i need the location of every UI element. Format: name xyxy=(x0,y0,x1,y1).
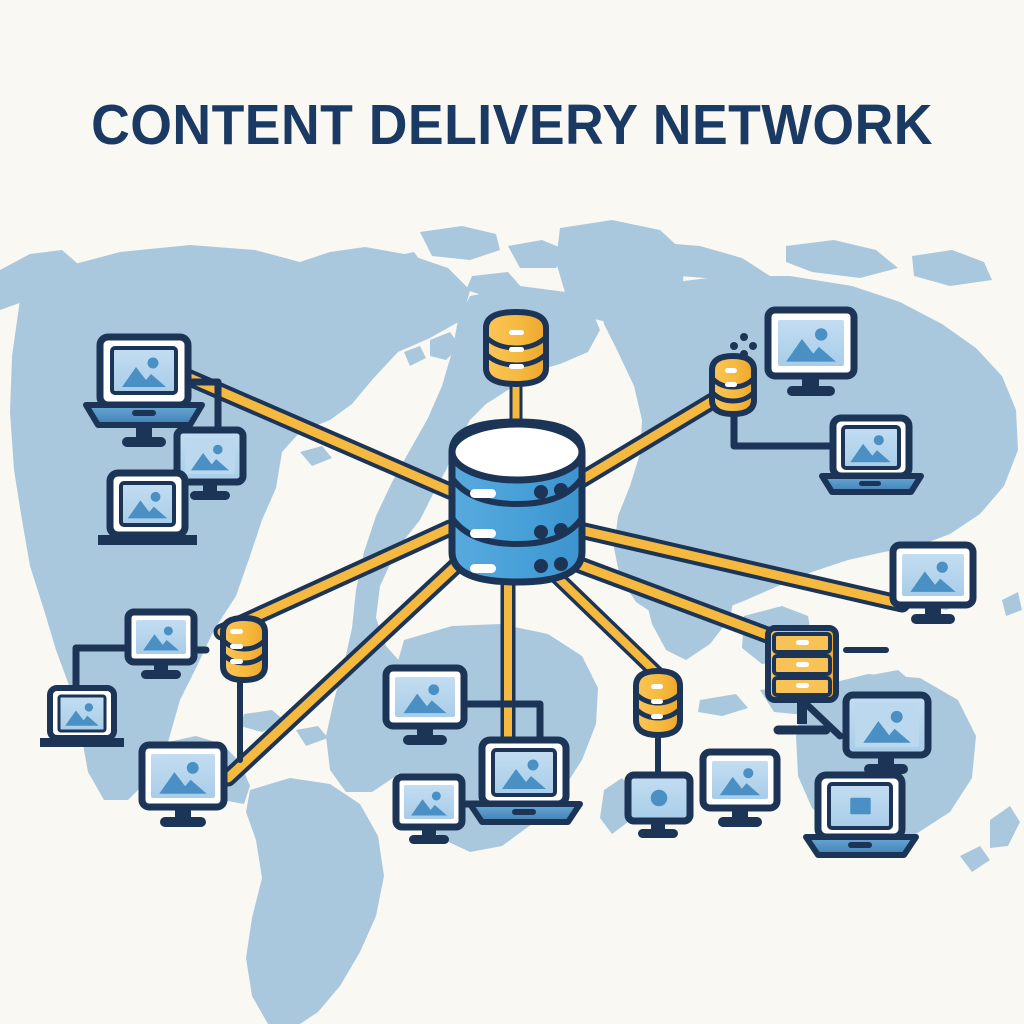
client-laptop-north-america-2[interactable] xyxy=(98,469,197,545)
client-laptop-south-america-1[interactable] xyxy=(40,685,124,747)
origin-database-server[interactable] xyxy=(448,418,586,586)
client-monitor-northeast-asia-1[interactable] xyxy=(764,306,858,396)
page-title: CONTENT DELIVERY NETWORK xyxy=(91,93,933,157)
client-monitor-oceania-2[interactable] xyxy=(842,691,932,774)
edge-cache-south-america[interactable] xyxy=(220,614,268,684)
client-monitor-africa-1[interactable] xyxy=(382,664,468,745)
client-monitor-asia-1[interactable] xyxy=(624,771,694,838)
cdn-link-beams xyxy=(167,363,911,787)
client-monitor-south-america-1[interactable] xyxy=(124,608,198,679)
data-dot-cluster-icon xyxy=(730,333,757,358)
edge-cache-oceania-rack[interactable] xyxy=(765,625,839,735)
client-laptop-north-america-1[interactable] xyxy=(83,333,205,447)
client-laptop-africa-1[interactable] xyxy=(467,736,583,825)
client-laptop-northeast-asia-1[interactable] xyxy=(819,414,924,495)
client-laptop-oceania-1[interactable] xyxy=(803,771,919,858)
top-cache-database[interactable] xyxy=(483,308,549,388)
edge-cache-asia[interactable] xyxy=(633,667,683,739)
client-monitor-asia-2[interactable] xyxy=(699,748,781,827)
edge-cache-northeast-asia[interactable] xyxy=(709,352,757,418)
client-monitor-south-america-2[interactable] xyxy=(138,741,228,827)
client-monitor-north-america-1[interactable] xyxy=(173,426,247,500)
client-monitor-africa-2[interactable] xyxy=(392,773,466,844)
client-monitor-oceania-1[interactable] xyxy=(889,541,977,624)
